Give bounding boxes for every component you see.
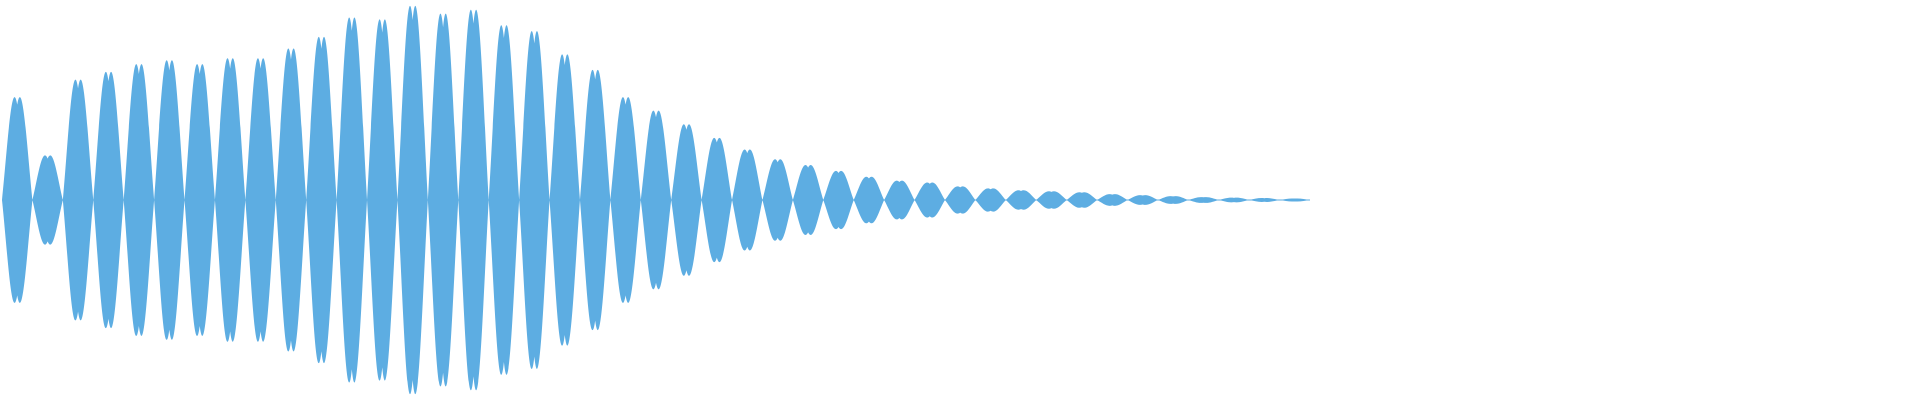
waveform-shape xyxy=(2,5,1310,395)
